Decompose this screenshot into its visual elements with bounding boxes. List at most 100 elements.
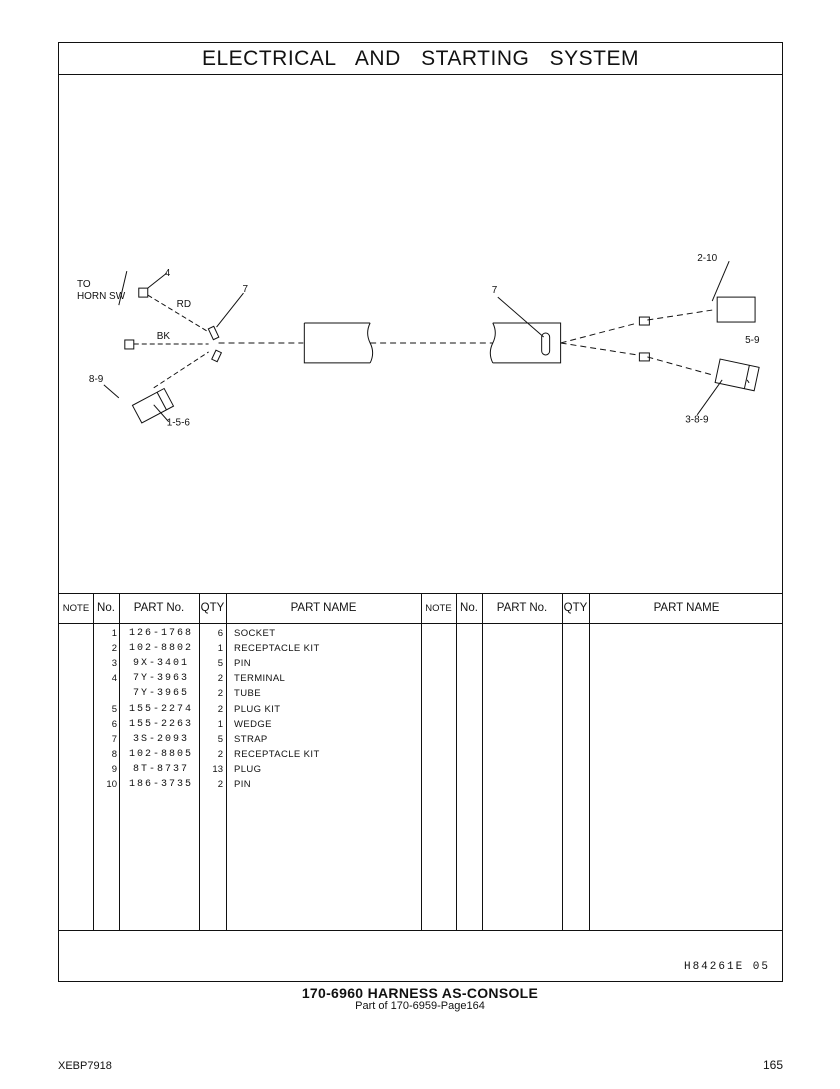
part-quantity: 5 [217,658,223,670]
part-number: 3S-2093 [132,733,189,745]
part-name: PLUG [234,763,262,775]
terminal-upper [138,287,149,298]
part-quantity: 5 [217,733,223,745]
leader-1-5-6 [153,404,170,423]
part-quantity: 2 [217,673,223,685]
assembly-subcaption: Part of 170-6959-Page164 [355,1000,485,1012]
horn-switch-lead [118,271,128,306]
harness-diagram-svg: TO HORN SW RD BK 4 7 8-9 1-5-6 7 2-10 5-… [77,253,760,429]
part-index: 1 [111,628,117,639]
branch-lower [560,342,638,356]
strap-left-upper [207,325,220,341]
harness-body-left [303,322,371,364]
header-note-2: NOTE [425,603,452,614]
part-index: 7 [111,733,117,745]
part-index: 3 [111,658,117,670]
part-number: 155-2263 [128,718,193,730]
wire-to-plug [153,351,209,389]
part-name: PIN [234,658,252,670]
part-quantity: 2 [217,688,223,700]
label-rd: RD [177,299,191,310]
receptacle-lower [714,358,760,392]
part-number: 186-3735 [128,779,193,790]
part-quantity: 13 [212,763,223,775]
assembly-caption: 170-6960 HARNESS AS-CONSOLE [301,985,539,1001]
part-index: 4 [111,673,117,685]
header-part-no: PART No. [133,602,185,614]
header-part-name: PART NAME [290,602,357,614]
callout-3-8-9: 3-8-9 [685,415,709,426]
part-name: PIN [234,779,252,790]
part-number: 9X-3401 [132,658,189,670]
part-index: 8 [111,748,117,760]
table-row: 6 155-2263 1 WEDGE [59,719,782,734]
part-number: 7Y-3963 [132,673,189,685]
part-name: TUBE [234,688,261,700]
part-name: WEDGE [234,718,272,730]
strap-right-upper [638,316,650,326]
page-frame: ELECTRICAL AND STARTING SYSTEM [58,42,783,982]
part-name: RECEPTACLE KIT [234,748,320,760]
page-number: 165 [762,1058,783,1072]
header-no-2: No. [460,602,478,614]
part-index: 6 [111,718,117,730]
callout-4: 4 [165,268,171,279]
leader-2-10 [711,261,730,302]
table-row: 5 155-2274 2 PLUG KIT [59,704,782,719]
part-name: SOCKET [234,628,276,639]
callout-5-9: 5-9 [745,335,760,346]
harness-diagram: TO HORN SW RD BK 4 7 8-9 1-5-6 7 2-10 5-… [59,75,782,594]
part-name: RECEPTACLE KIT [234,643,320,655]
branch-lower-2 [647,356,713,376]
document-reference: XEBP7918 [58,1060,112,1072]
page-title: ELECTRICAL AND STARTING SYSTEM [59,43,782,75]
part-number: 126-1768 [128,628,193,639]
terminal-lower [124,339,135,350]
leader-7a [216,292,244,328]
table-row: 2 102-8802 1 RECEPTACLE KIT [59,643,782,658]
part-index: 2 [111,643,117,655]
part-quantity: 1 [217,718,223,730]
branch-upper [560,322,638,344]
header-no: No. [97,602,115,614]
part-quantity: 1 [217,643,223,655]
table-row: 4 7Y-3963 2 TERMINAL [59,673,782,688]
part-index: 10 [106,779,117,790]
label-horn-sw: HORN SW [77,291,126,302]
leader-8-9 [103,384,120,399]
leader-3-8-9 [696,379,723,416]
illustration-code: H84261E 05 [683,961,770,973]
part-quantity: 2 [217,748,223,760]
wire-rd [147,294,209,333]
part-quantity: 6 [217,628,223,639]
leader-7b [497,296,544,338]
part-quantity: 2 [217,779,223,790]
plug-left [131,387,175,424]
part-index: 5 [111,703,117,715]
part-quantity: 2 [217,703,223,715]
table-row: 1 126-1768 6 SOCKET [59,628,782,643]
part-number: 102-8802 [128,643,193,655]
part-name: PLUG KIT [234,703,281,715]
callout-2-10: 2-10 [697,253,717,264]
branch-upper-2 [647,309,713,321]
table-row: 3 9X-3401 5 PIN [59,658,782,673]
part-number: 8T-8737 [132,763,189,775]
footer-divider [59,930,782,931]
leader-4 [147,272,168,289]
label-bk: BK [157,331,171,342]
label-to: TO [77,279,91,290]
table-row: 10 186-3735 2 PIN [59,779,782,794]
callout-1-5-6: 1-5-6 [167,418,191,429]
part-name: TERMINAL [234,673,286,685]
header-qty-2: QTY [563,602,588,614]
part-number: 155-2274 [128,703,193,715]
parts-table-header: NOTE No. PART No. QTY PART NAME NOTE No.… [59,593,782,624]
callout-7b: 7 [492,285,498,296]
header-note: NOTE [62,603,90,614]
harness-body-right [492,322,562,364]
header-part-no-2: PART No. [496,602,548,614]
